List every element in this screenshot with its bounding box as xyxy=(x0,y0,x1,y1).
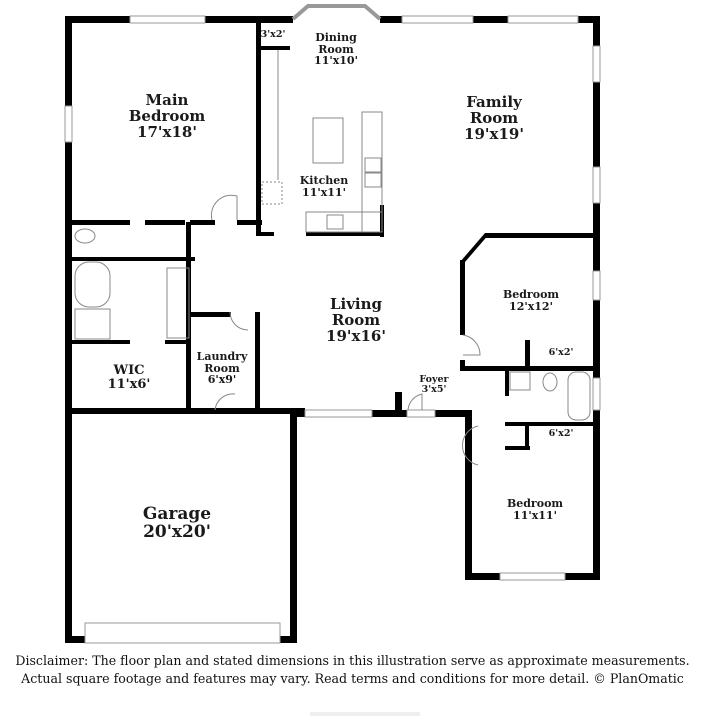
windows xyxy=(64,4,601,644)
room-name: Dining xyxy=(315,31,357,44)
room-dimensions: 20'x20' xyxy=(143,521,211,542)
floor-plan-drawing xyxy=(64,4,601,644)
faint-watermark xyxy=(310,712,420,716)
room-dimensions: 19'x19' xyxy=(464,124,524,143)
room-name: Main xyxy=(145,91,189,109)
room-name: Family xyxy=(466,93,522,111)
room-label-bedroom-2: Bedroom 12'x12' xyxy=(503,289,559,312)
room-name: Living xyxy=(329,295,383,313)
room-name: Garage xyxy=(142,504,212,524)
room-label-closet-bedroom-3: 6'x2' xyxy=(549,429,574,439)
room-dimensions: 3'x5' xyxy=(421,383,447,395)
room-dimensions: 12'x12' xyxy=(509,299,553,313)
room-dimensions: 6'x2' xyxy=(548,428,574,439)
room-dimensions: 17'x18' xyxy=(137,122,197,141)
room-dimensions: 11'x6' xyxy=(107,376,151,392)
fixtures xyxy=(74,50,591,466)
room-name: Room xyxy=(318,42,354,56)
room-label-wic: WIC 11'x6' xyxy=(108,364,151,391)
room-dimensions: 11'x11' xyxy=(302,185,346,199)
room-name: Room xyxy=(331,310,381,329)
room-name: Foyer xyxy=(419,374,449,385)
room-name: Kitchen xyxy=(299,174,349,187)
room-dimensions: 3'x2' xyxy=(260,29,286,40)
room-label-garage: Garage 20'x20' xyxy=(142,504,212,542)
room-dimensions: 19'x16' xyxy=(326,326,386,345)
room-name: Laundry xyxy=(196,350,248,363)
room-name: Bedroom xyxy=(506,497,564,510)
room-dimensions: 6'x9' xyxy=(207,373,237,387)
room-name: Room xyxy=(204,361,240,375)
room-label-kitchen: Kitchen 11'x11' xyxy=(300,175,349,198)
room-label-closet-bedroom-2: 6'x2' xyxy=(549,348,574,358)
room-label-pantry-closet: 3'x2' xyxy=(261,30,286,40)
room-name: Bedroom xyxy=(128,106,206,125)
room-label-family-room: Family Room 19'x19' xyxy=(464,93,524,143)
room-label-bedroom-3: Bedroom 11'x11' xyxy=(507,498,563,521)
room-name: WIC xyxy=(113,363,145,378)
room-label-living-room: Living Room 19'x16' xyxy=(326,295,386,345)
room-label-foyer: Foyer 3'x5' xyxy=(419,375,448,395)
exterior-walls xyxy=(65,16,600,643)
disclaimer-line-2: Actual square footage and features may v… xyxy=(21,671,684,686)
room-dimensions: 11'x11' xyxy=(513,508,557,522)
room-dimensions: 11'x10' xyxy=(314,54,358,68)
room-label-dining-room: Dining Room 11'x10' xyxy=(314,32,358,67)
room-label-laundry-room: Laundry Room 6'x9' xyxy=(197,351,248,386)
room-dimensions: 6'x2' xyxy=(548,347,574,358)
room-label-main-bedroom: Main Bedroom 17'x18' xyxy=(128,91,206,141)
room-name: Bedroom xyxy=(502,288,560,301)
disclaimer-line-1: Disclaimer: The floor plan and stated di… xyxy=(15,653,690,668)
room-name: Room xyxy=(469,108,519,127)
